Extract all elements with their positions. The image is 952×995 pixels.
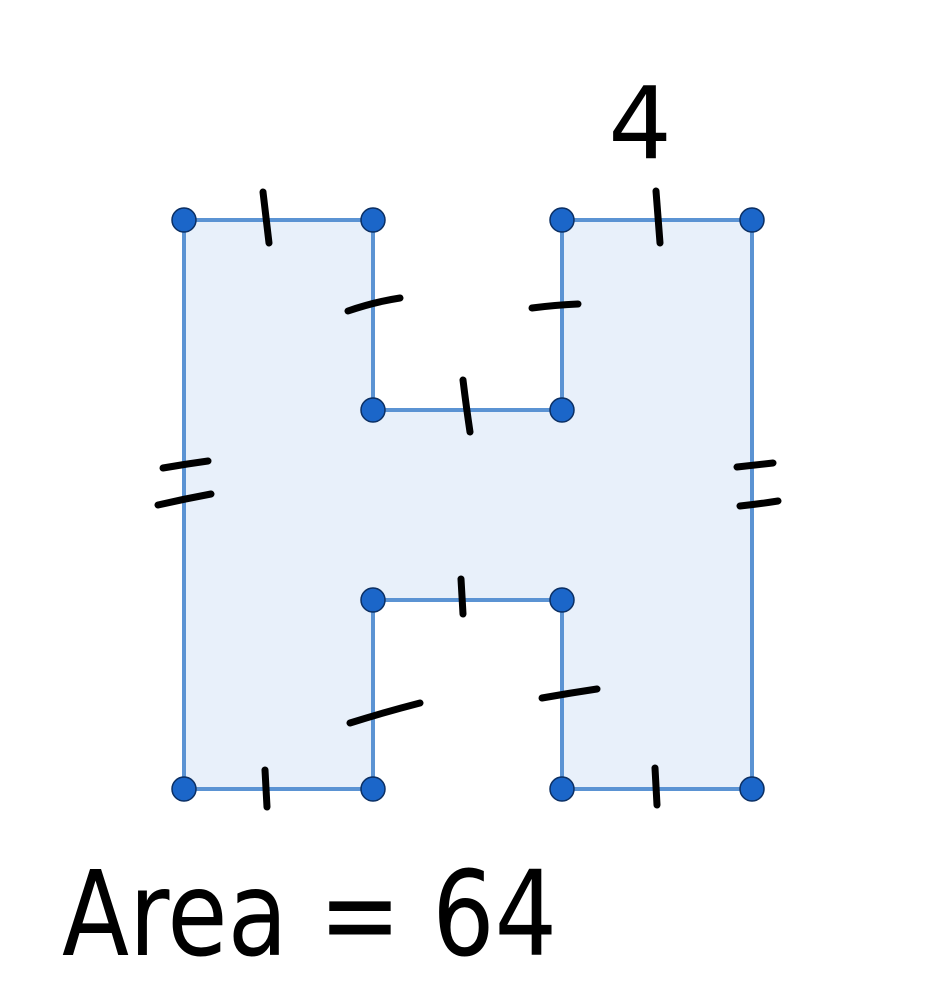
tick-left-upper-notch (344, 294, 404, 315)
tick-top-left (259, 188, 273, 247)
vertex (549, 776, 575, 802)
vertex (739, 207, 765, 233)
vertices (171, 207, 765, 802)
vertex (549, 207, 575, 233)
tick-inner-top (459, 376, 474, 436)
vertex (360, 207, 386, 233)
tick-marks (154, 187, 782, 811)
tick-left-lower-notch (346, 699, 424, 727)
tick-left-long-2 (154, 490, 215, 509)
vertex (360, 587, 386, 613)
vertex (549, 397, 575, 423)
h-polygon (182, 218, 754, 791)
vertex (360, 776, 386, 802)
tick-right-long-1 (733, 459, 777, 471)
vertex (171, 776, 197, 802)
tick-left-long-1 (159, 457, 212, 472)
vertex (549, 587, 575, 613)
tick-top-right (652, 187, 664, 247)
tick-right-lower-notch (538, 685, 601, 702)
vertex (171, 207, 197, 233)
vertex (360, 397, 386, 423)
side-length-label: 4 (608, 65, 672, 182)
tick-bottom-right (651, 764, 661, 809)
vertex (739, 776, 765, 802)
tick-inner-bottom (457, 575, 467, 618)
tick-right-upper-notch (528, 300, 582, 312)
tick-right-long-2 (736, 497, 782, 510)
tick-bottom-left (261, 766, 271, 811)
area-label: Area = 64 (62, 845, 557, 983)
